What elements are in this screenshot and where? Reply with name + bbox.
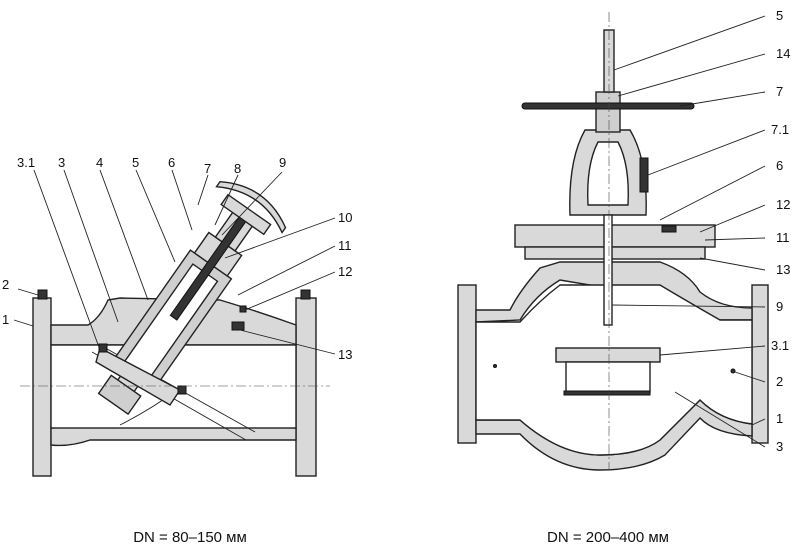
left-label-10: 10: [338, 210, 352, 225]
left-label-3: 3: [58, 155, 65, 170]
right-leader-lines: [611, 15, 766, 448]
left-label-11: 11: [338, 238, 352, 253]
left-leader-lines: [13, 169, 336, 355]
left-label-2: 2: [2, 277, 9, 292]
right-label-6: 6: [776, 158, 783, 173]
right-label-3: 3: [776, 439, 783, 454]
left-label-5: 5: [132, 155, 139, 170]
right-valve-drawing: [457, 12, 769, 471]
left-part-labels: 2 1 3.1 3 4 5 6 7 8 9 10 11 12 13: [2, 155, 352, 362]
left-label-8: 8: [234, 161, 241, 176]
right-label-7: 7: [776, 84, 783, 99]
left-label-3-1: 3.1: [17, 155, 35, 170]
right-label-5: 5: [776, 8, 783, 23]
left-label-13: 13: [338, 347, 352, 362]
left-valve-drawing: [20, 181, 330, 477]
right-caption: DN = 200–400 мм: [547, 529, 669, 546]
right-label-9: 9: [776, 299, 783, 314]
right-label-2: 2: [776, 374, 783, 389]
right-label-14: 14: [776, 46, 790, 61]
right-label-3-1: 3.1: [771, 338, 789, 353]
left-label-9: 9: [279, 155, 286, 170]
right-label-7-1: 7.1: [771, 122, 789, 137]
left-caption: DN = 80–150 мм: [133, 529, 247, 546]
left-label-7: 7: [204, 161, 211, 176]
right-part-labels: 5 14 7 7.1 6 12 11 13 9 3.1 2 1 3: [771, 8, 790, 454]
left-label-12: 12: [338, 264, 352, 279]
right-label-11: 11: [776, 230, 790, 245]
left-label-4: 4: [96, 155, 103, 170]
left-label-1: 1: [2, 312, 9, 327]
right-label-12: 12: [776, 197, 790, 212]
right-label-1: 1: [776, 411, 783, 426]
right-label-13: 13: [776, 262, 790, 277]
left-label-6: 6: [168, 155, 175, 170]
